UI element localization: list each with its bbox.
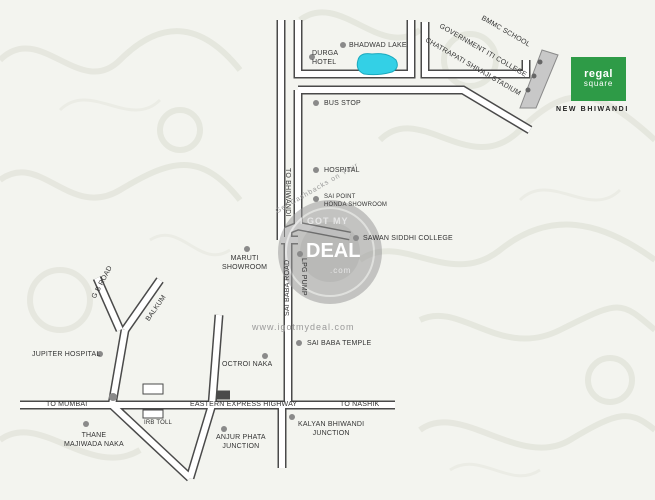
label-hospital: HOSPITAL — [324, 167, 360, 174]
label-bhadwad-lake: BHADWAD LAKE — [349, 42, 407, 49]
label-kalyan-bhiwandi-junction: KALYAN BHIWANDI JUNCTION — [298, 421, 365, 437]
bhadwad-lake — [356, 53, 398, 76]
label-to-nashik: TO NASHIK — [340, 401, 380, 408]
label-to-bhiwandi: TO BHIWANDI — [284, 168, 291, 217]
label-anjur-phata-junction: ANJUR PHATA JUNCTION — [216, 434, 266, 450]
label-durga-hotel: DURGA HOTEL — [312, 50, 339, 66]
location-markers — [83, 42, 359, 432]
watermark-logo — [278, 200, 382, 304]
label-jupiter-hospital: JUPITER HOSPITAL — [32, 351, 101, 358]
label-sai-baba-road: SAI BABA ROAD — [284, 259, 291, 316]
regal-square-logo: regal square — [571, 57, 626, 101]
label-bus-stop: BUS STOP — [324, 100, 361, 107]
background-pattern — [0, 9, 655, 461]
logo-line-1: regal — [584, 68, 613, 80]
label-sai-baba-temple: SAI BABA TEMPLE — [307, 340, 372, 347]
irb-toll-booth-top — [142, 383, 164, 395]
watermark-brand-bottom: .com — [330, 266, 352, 275]
label-to-mumbai: TO MUMBAI — [46, 401, 88, 408]
watermark-url: www.igotmydeal.com — [252, 322, 355, 332]
label-lpg-pump: LPG PUMP — [300, 258, 307, 296]
logo-line-2: square — [583, 79, 614, 88]
stadium-strip — [519, 49, 559, 109]
label-maruti-showroom: MARUTI SHOWROOM — [222, 255, 268, 271]
label-octroi-naka: OCTROI NAKA — [222, 361, 273, 368]
label-sawan-siddhi-college: SAWAN SIDDHI COLLEGE — [363, 235, 453, 242]
label-irb-toll: IRB TOLL — [144, 420, 173, 426]
watermark-brand-top: I GOT MY — [300, 216, 349, 226]
label-eastern-express-highway: EASTERN EXPRESS HIGHWAY — [190, 401, 298, 408]
label-sai-point: SAI POINT HONDA SHOWROOM — [324, 194, 388, 208]
irb-toll-booth-bottom — [142, 409, 164, 419]
watermark-brand-mid: DEAL — [306, 240, 361, 262]
brand-subtitle: NEW BHIWANDI — [556, 106, 629, 113]
label-thane-majiwada-naka: THANE MAJIWADA NAKA — [64, 432, 124, 448]
